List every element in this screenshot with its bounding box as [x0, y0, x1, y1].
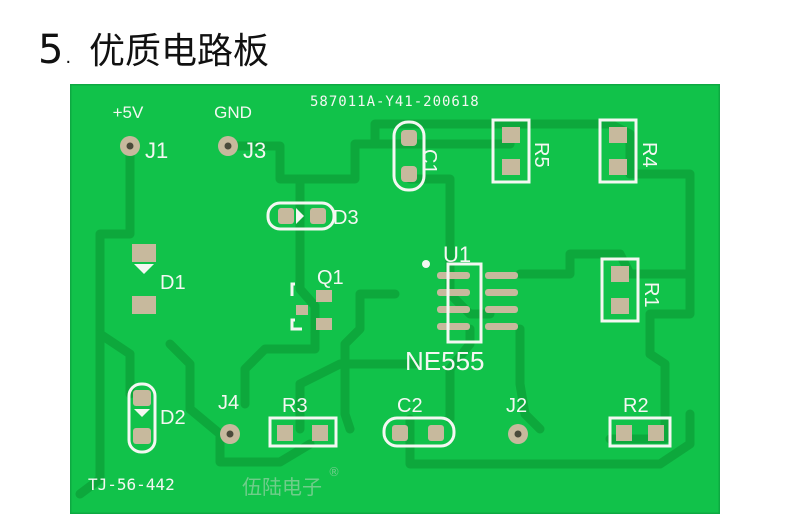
label-j3: J3 — [243, 138, 266, 163]
heading-dot: . — [65, 46, 72, 68]
c2-footprint — [382, 416, 456, 448]
j3-pad — [218, 136, 238, 156]
pcb-board: +5V GND 587011A-Y41-200618 J1 J3 D3 D1 Q… — [70, 84, 720, 514]
label-j1: J1 — [145, 138, 168, 163]
heading-title: 优质电路板 — [89, 31, 270, 72]
label-q1: Q1 — [317, 267, 344, 289]
label-c1: C1 — [418, 149, 440, 175]
r4-footprint — [598, 118, 638, 184]
r2-footprint — [608, 416, 672, 448]
revision-code: 587011A-Y41-200618 — [310, 94, 480, 110]
d3-footprint — [266, 201, 336, 231]
page-heading: 5 . 优质电路板 — [38, 22, 269, 74]
label-r3: R3 — [282, 395, 308, 417]
q1-footprint — [290, 282, 332, 331]
u1-footprint — [422, 260, 518, 344]
label-j2: J2 — [506, 395, 527, 417]
label-r5: R5 — [530, 142, 552, 168]
label-r1: R1 — [640, 282, 662, 308]
label-vcc: +5V — [113, 103, 144, 122]
j4-pad — [220, 424, 240, 444]
d1-footprint — [132, 244, 156, 314]
label-d2: D2 — [160, 407, 186, 429]
label-d3: D3 — [333, 207, 359, 229]
label-r2: R2 — [623, 395, 649, 417]
c1-footprint — [392, 120, 426, 192]
label-r4: R4 — [638, 142, 660, 168]
brand-mark: ® — [328, 465, 340, 479]
label-j4: J4 — [218, 392, 239, 414]
j1-pad — [120, 136, 140, 156]
label-u1: U1 — [443, 242, 471, 267]
r1-footprint — [600, 257, 640, 323]
brand-watermark: 伍陆电子 — [242, 475, 322, 499]
label-ic-name: NE555 — [405, 346, 485, 376]
part-number: TJ-56-442 — [88, 475, 175, 494]
label-c2: C2 — [397, 395, 423, 417]
label-gnd: GND — [214, 103, 252, 122]
label-d1: D1 — [160, 272, 186, 294]
heading-number: 5 — [38, 27, 64, 73]
j2-pad — [508, 424, 528, 444]
r3-footprint — [268, 416, 338, 448]
r5-footprint — [491, 118, 531, 184]
d2-footprint — [127, 382, 157, 454]
